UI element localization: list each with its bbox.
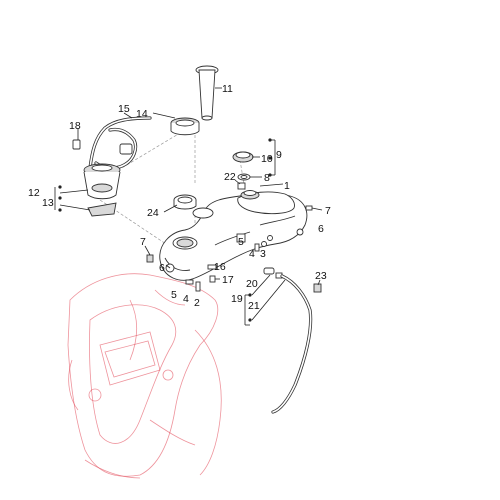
- right-fasteners: [254, 205, 323, 252]
- ring-nut: [152, 112, 200, 136]
- callout-10: 10: [261, 153, 273, 165]
- callout-19: 19: [231, 293, 243, 305]
- callout-2: 2: [194, 297, 200, 309]
- tank-cap-group: [232, 138, 276, 181]
- callout-9: 9: [276, 149, 282, 161]
- callout-4-left: 4: [183, 293, 189, 305]
- callout-21: 21: [248, 300, 260, 312]
- callout-6-right: 6: [318, 223, 324, 235]
- callout-15: 15: [118, 103, 130, 115]
- left-fasteners: [144, 245, 220, 292]
- callout-22: 22: [224, 171, 236, 183]
- callout-labels: 11 14 15 18 12 13 9 10 8 22 1 24 7 6 5 4…: [28, 83, 331, 312]
- fuel-pump-assembly: [59, 112, 152, 217]
- callout-17: 17: [222, 274, 234, 286]
- frame-ghost-outline: [67, 273, 222, 479]
- callout-20: 20: [246, 278, 258, 290]
- callout-8: 8: [264, 172, 270, 184]
- filler-gasket-ring: [163, 194, 197, 213]
- callout-5-right: 5: [238, 236, 244, 248]
- callout-13: 13: [42, 197, 54, 209]
- callout-16: 16: [214, 261, 226, 273]
- callout-23: 23: [315, 270, 327, 282]
- breather-pipe: [244, 267, 313, 414]
- callout-7-left: 7: [140, 236, 146, 248]
- callout-18: 18: [69, 120, 81, 132]
- hose-clamp-23: [313, 279, 322, 293]
- callout-14: 14: [136, 108, 148, 120]
- callout-11: 11: [222, 83, 233, 95]
- filler-neck-pipe: [195, 65, 222, 121]
- bracket-12-13: [54, 185, 62, 212]
- hose-clip-22: [234, 179, 246, 190]
- callout-7-right: 7: [325, 205, 331, 217]
- callout-5-left: 5: [171, 289, 177, 301]
- callout-1: 1: [284, 180, 290, 192]
- callout-4-right: 4: [249, 248, 255, 260]
- callout-24: 24: [147, 207, 159, 219]
- callout-3: 3: [260, 248, 266, 260]
- fuel-tank: [159, 183, 308, 281]
- callout-12: 12: [28, 187, 40, 199]
- callout-6-left: 6: [159, 262, 165, 274]
